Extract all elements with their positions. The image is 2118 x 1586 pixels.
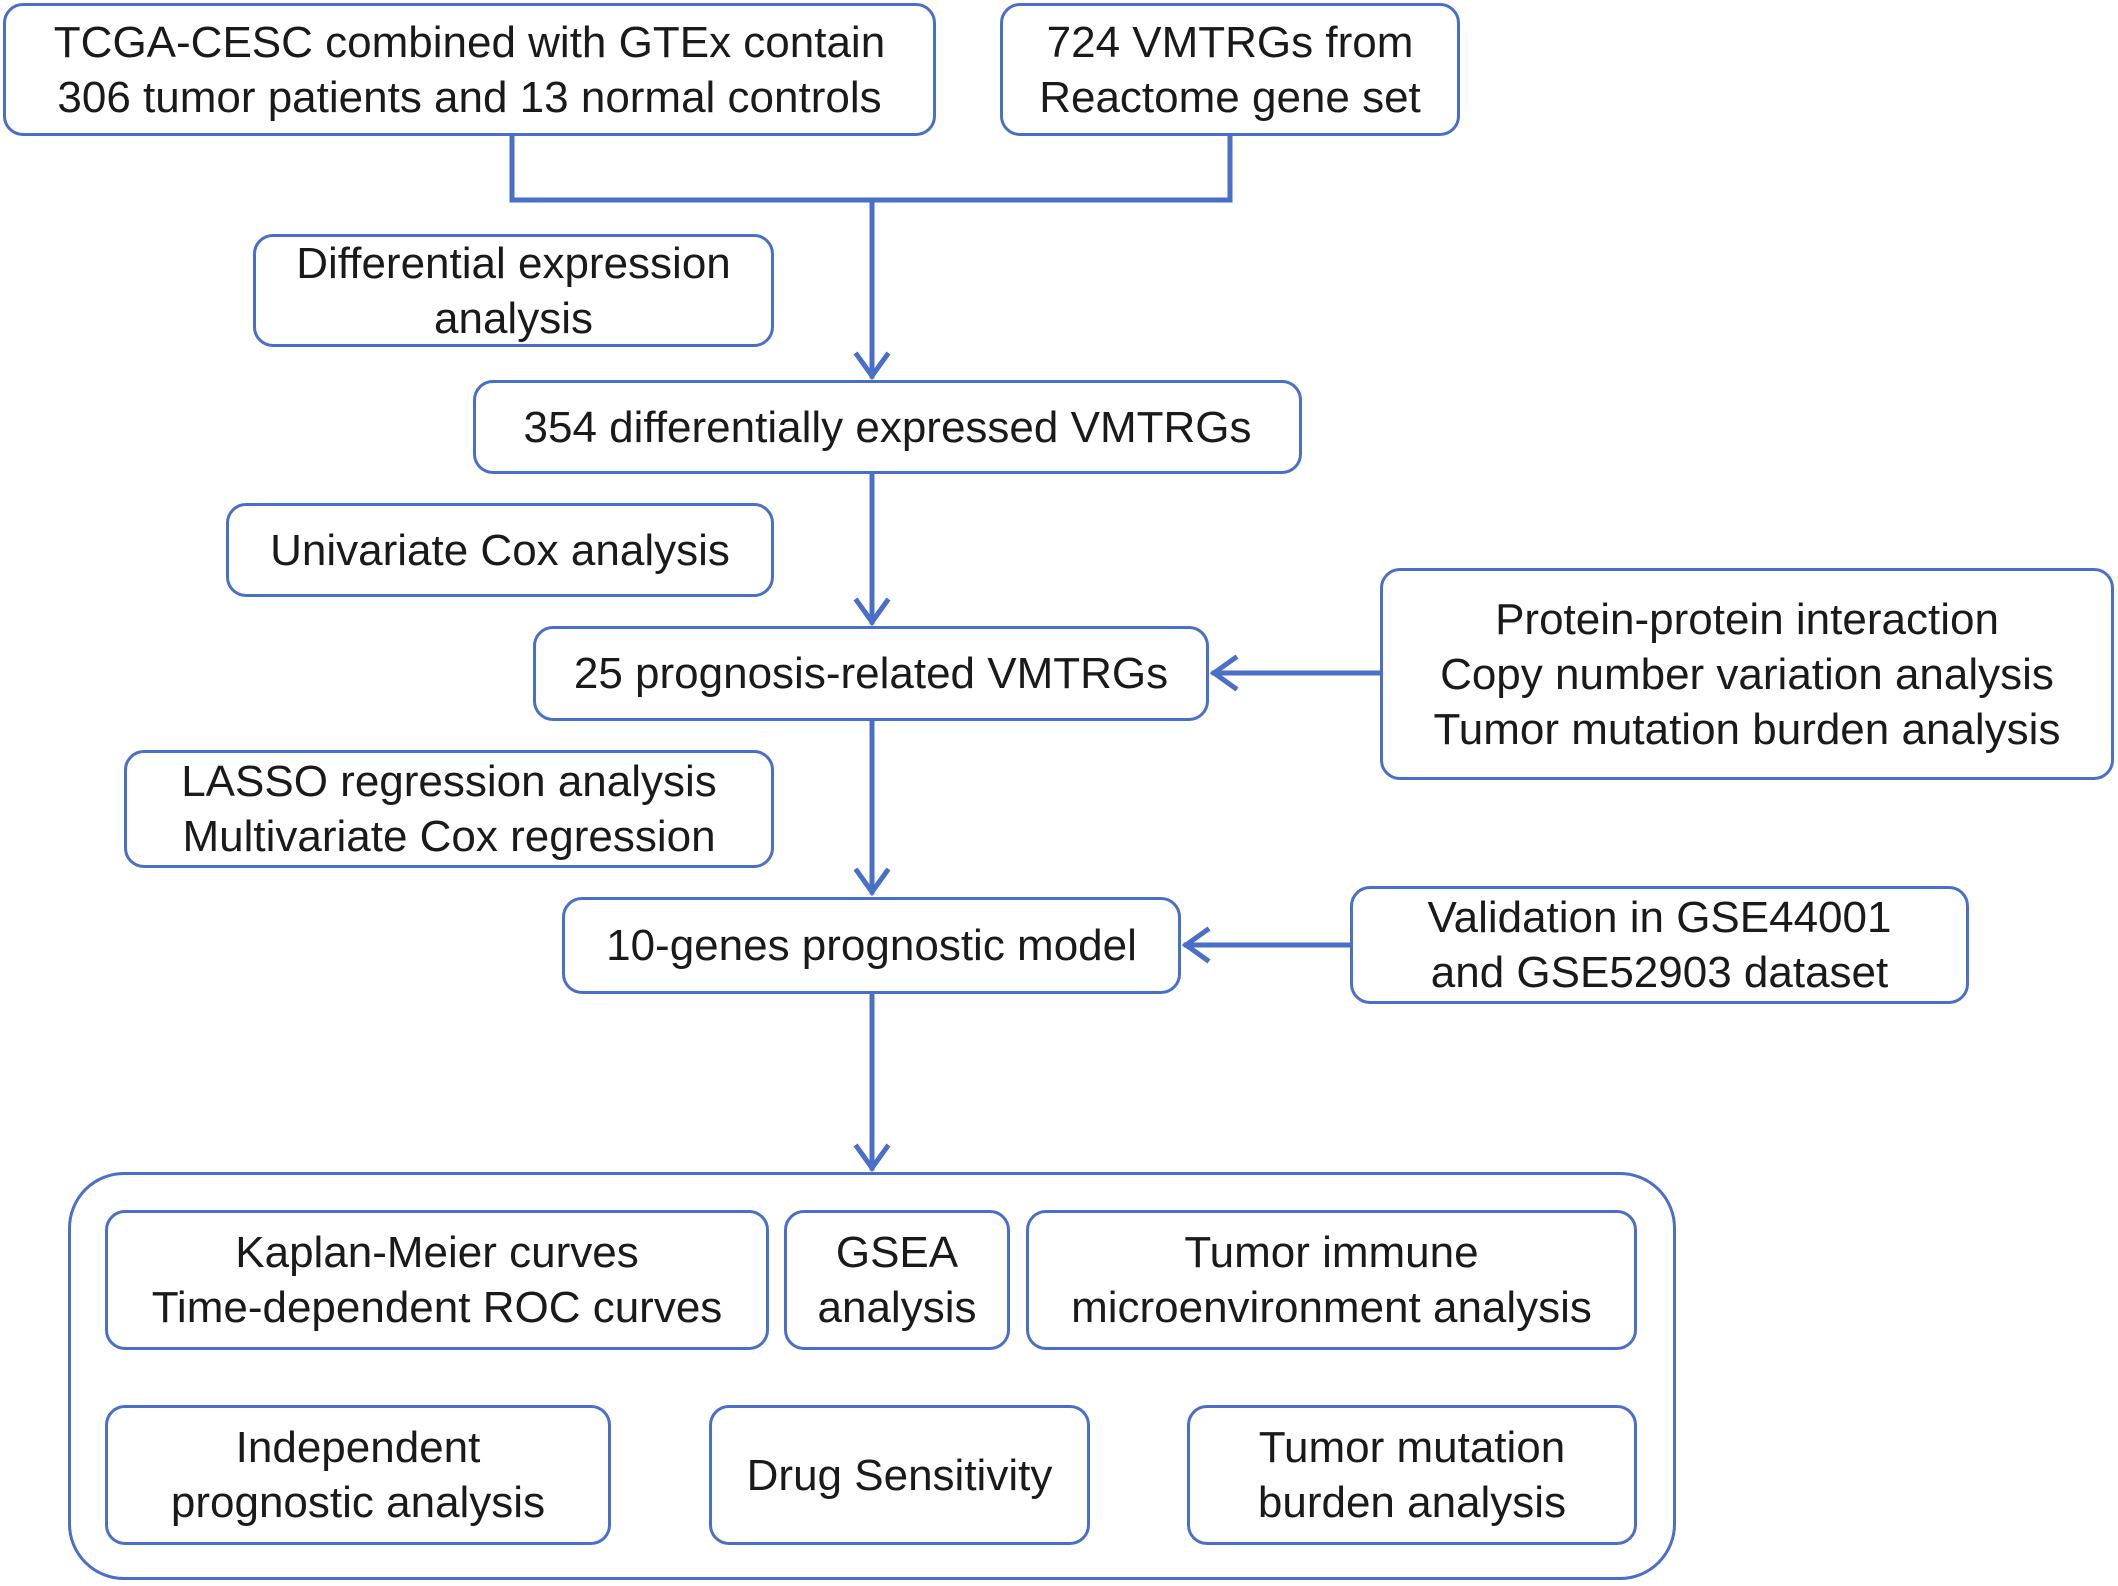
reactome-line-1: 724 VMTRGs from	[1046, 17, 1414, 67]
differential-expression-analysis-box: Differential expression analysis	[253, 234, 774, 347]
prognosis-vmtrgs-label: 25 prognosis-related VMTRGs	[573, 649, 1169, 698]
ppi-cnv-tmb-box: Protein-protein interaction Copy number …	[1380, 568, 2114, 780]
tmb-line-2: burden analysis	[1257, 1478, 1567, 1527]
reactome-box: 724 VMTRGs from Reactome gene set	[1000, 3, 1460, 136]
arrow-head-5	[1181, 926, 1211, 964]
tumor-immune-microenvironment-box: Tumor immune microenvironment analysis	[1026, 1210, 1637, 1350]
tme-line-2: microenvironment analysis	[1071, 1283, 1592, 1332]
validation-box: Validation in GSE44001 and GSE52903 data…	[1350, 886, 1969, 1004]
prognosis-related-vmtrgs-box: 25 prognosis-related VMTRGs	[533, 626, 1209, 721]
reactome-line-2: Reactome gene set	[1039, 72, 1421, 122]
gsea-line-1: GSEA	[835, 1228, 959, 1277]
independent-line-2: prognostic analysis	[170, 1478, 546, 1527]
tme-line-1: Tumor immune	[1184, 1228, 1479, 1277]
lasso-line-2: Multivariate Cox regression	[182, 812, 716, 861]
validation-line-2: and GSE52903 dataset	[1430, 948, 1889, 997]
univariate-cox-label: Univariate Cox analysis	[270, 525, 730, 575]
km-line-1: Kaplan-Meier curves	[235, 1228, 639, 1277]
arrow-head-4	[853, 867, 891, 897]
lasso-multivariate-cox-box: LASSO regression analysis Multivariate C…	[124, 750, 774, 868]
tmb-line-1: Tumor mutation	[1258, 1423, 1566, 1472]
km-line-2: Time-dependent ROC curves	[151, 1283, 723, 1332]
ppi-line-2: Copy number variation analysis	[1440, 649, 2054, 699]
prognostic-model-label: 10-genes prognostic model	[606, 921, 1137, 970]
arrow-head-1	[853, 351, 891, 381]
arrow-head-2	[853, 597, 891, 627]
tcga-gtex-box: TCGA-CESC combined with GTEx contain 306…	[3, 3, 936, 136]
ppi-line-3: Tumor mutation burden analysis	[1433, 704, 2061, 754]
prognostic-model-box: 10-genes prognostic model	[562, 897, 1181, 994]
arrow-head-6	[853, 1143, 891, 1173]
diff-vmtrgs-label: 354 differentially expressed VMTRGs	[523, 402, 1252, 452]
gsea-line-2: analysis	[817, 1283, 977, 1332]
drug-sensitivity-box: Drug Sensitivity	[709, 1405, 1090, 1545]
independent-line-1: Independent	[235, 1423, 481, 1472]
validation-line-1: Validation in GSE44001	[1427, 893, 1892, 942]
tumor-mutation-burden-box: Tumor mutation burden analysis	[1187, 1405, 1637, 1545]
lasso-line-1: LASSO regression analysis	[181, 757, 717, 806]
univariate-cox-analysis-box: Univariate Cox analysis	[226, 503, 774, 597]
ppi-line-1: Protein-protein interaction	[1495, 594, 1999, 644]
merge-connector	[509, 133, 1233, 203]
gsea-analysis-box: GSEA analysis	[784, 1210, 1010, 1350]
drug-sensitivity-label: Drug Sensitivity	[746, 1450, 1053, 1500]
diff-expr-line-2: analysis	[434, 293, 593, 343]
tcga-line-1: TCGA-CESC combined with GTEx contain	[53, 17, 886, 67]
diff-expr-line-1: Differential expression	[296, 238, 731, 288]
downstream-analyses-group	[68, 1172, 1676, 1580]
arrow-head-3	[1209, 654, 1239, 692]
tcga-line-2: 306 tumor patients and 13 normal control…	[57, 72, 882, 122]
independent-prognostic-analysis-box: Independent prognostic analysis	[105, 1405, 611, 1545]
km-roc-curves-box: Kaplan-Meier curves Time-dependent ROC c…	[105, 1210, 769, 1350]
differentially-expressed-vmtrgs-box: 354 differentially expressed VMTRGs	[473, 380, 1302, 474]
